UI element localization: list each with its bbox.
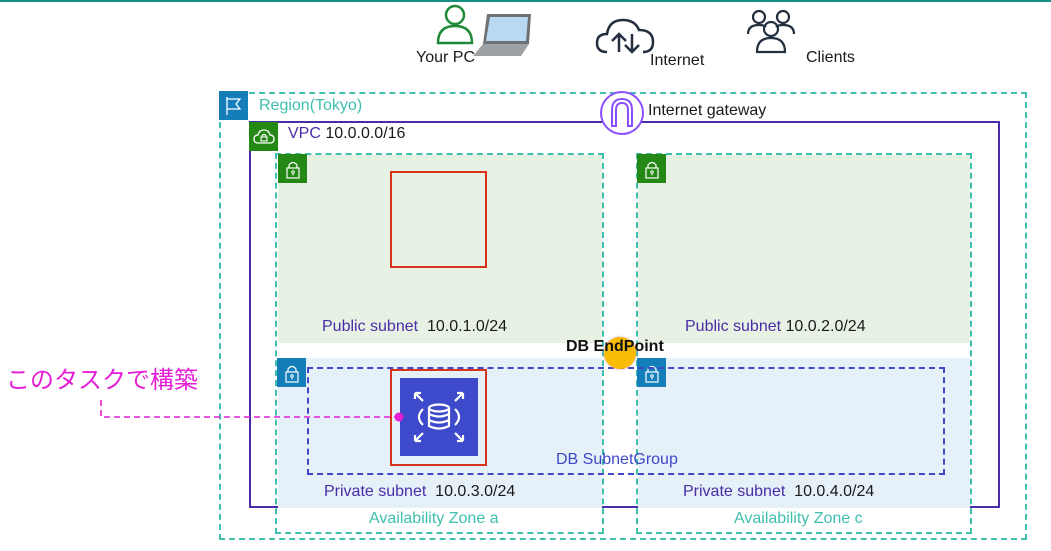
private-subnet-a-label: Private subnet 10.0.3.0/24 bbox=[324, 483, 515, 501]
subnet-cidr: 10.0.3.0/24 bbox=[435, 483, 516, 500]
subnet-name: Public subnet bbox=[685, 318, 782, 335]
lock-icon bbox=[278, 154, 307, 183]
public-subnet-c-label: Public subnet 10.0.2.0/24 bbox=[685, 318, 866, 336]
lock-icon bbox=[637, 154, 666, 183]
annotation-connector bbox=[100, 400, 404, 422]
lock-icon bbox=[637, 358, 666, 387]
region-label: Region(Tokyo) bbox=[259, 97, 363, 114]
subnet-cidr: 10.0.1.0/24 bbox=[426, 318, 508, 335]
subnet-name: Private subnet bbox=[324, 483, 427, 500]
db-endpoint-label: DB EndPoint bbox=[566, 338, 664, 356]
your-pc-label: Your PC bbox=[416, 49, 475, 66]
connector-endpoint-dot bbox=[394, 412, 404, 422]
private-subnet-c-label: Private subnet 10.0.4.0/24 bbox=[683, 483, 874, 501]
private-subnet-c bbox=[638, 358, 970, 508]
internet-gateway-label: Internet gateway bbox=[648, 102, 767, 119]
db-subnet-group-label: DB SubnetGroup bbox=[556, 451, 678, 469]
db-subnet-group-text: DB SubnetGroup bbox=[556, 451, 678, 468]
annotation-label: このタスクで構築 bbox=[6, 367, 198, 394]
ec2-placeholder-box[interactable] bbox=[390, 171, 487, 268]
public-subnet-c bbox=[638, 155, 970, 343]
users-group-icon bbox=[746, 8, 796, 54]
flag-icon bbox=[219, 91, 248, 120]
vpc-name: VPC bbox=[288, 125, 321, 142]
subnet-name: Public subnet bbox=[322, 318, 419, 335]
rds-highlight-box[interactable] bbox=[390, 369, 487, 466]
top-border-line bbox=[0, 0, 1051, 2]
availability-zone-c bbox=[636, 153, 972, 534]
user-icon bbox=[435, 3, 477, 45]
clients-label: Clients bbox=[806, 49, 855, 66]
internet-label: Internet bbox=[650, 52, 705, 69]
rds-database-icon[interactable] bbox=[400, 378, 478, 456]
cloud-upload-download-icon bbox=[595, 14, 657, 56]
availability-zone-c-label: Availability Zone c bbox=[734, 510, 863, 527]
subnet-cidr: 10.0.2.0/24 bbox=[785, 318, 866, 335]
cloud-lock-icon bbox=[249, 122, 278, 151]
lock-icon bbox=[277, 358, 306, 387]
subnet-cidr: 10.0.4.0/24 bbox=[794, 483, 875, 500]
vpc-cidr: 10.0.0.0/16 bbox=[325, 125, 406, 142]
db-subnet-group-container bbox=[307, 367, 945, 475]
public-subnet-a bbox=[278, 155, 602, 343]
availability-zone-a bbox=[275, 153, 604, 534]
db-endpoint-marker[interactable] bbox=[604, 337, 636, 369]
db-endpoint-text: DB EndPoint bbox=[566, 338, 664, 355]
availability-zone-a-label: Availability Zone a bbox=[369, 510, 499, 527]
gateway-arch-icon[interactable] bbox=[598, 90, 646, 136]
laptop-icon bbox=[473, 12, 535, 57]
public-subnet-a-label: Public subnet 10.0.1.0/24 bbox=[322, 318, 507, 336]
vpc-label: VPC 10.0.0.0/16 bbox=[288, 125, 405, 143]
subnet-name: Private subnet bbox=[683, 483, 786, 500]
